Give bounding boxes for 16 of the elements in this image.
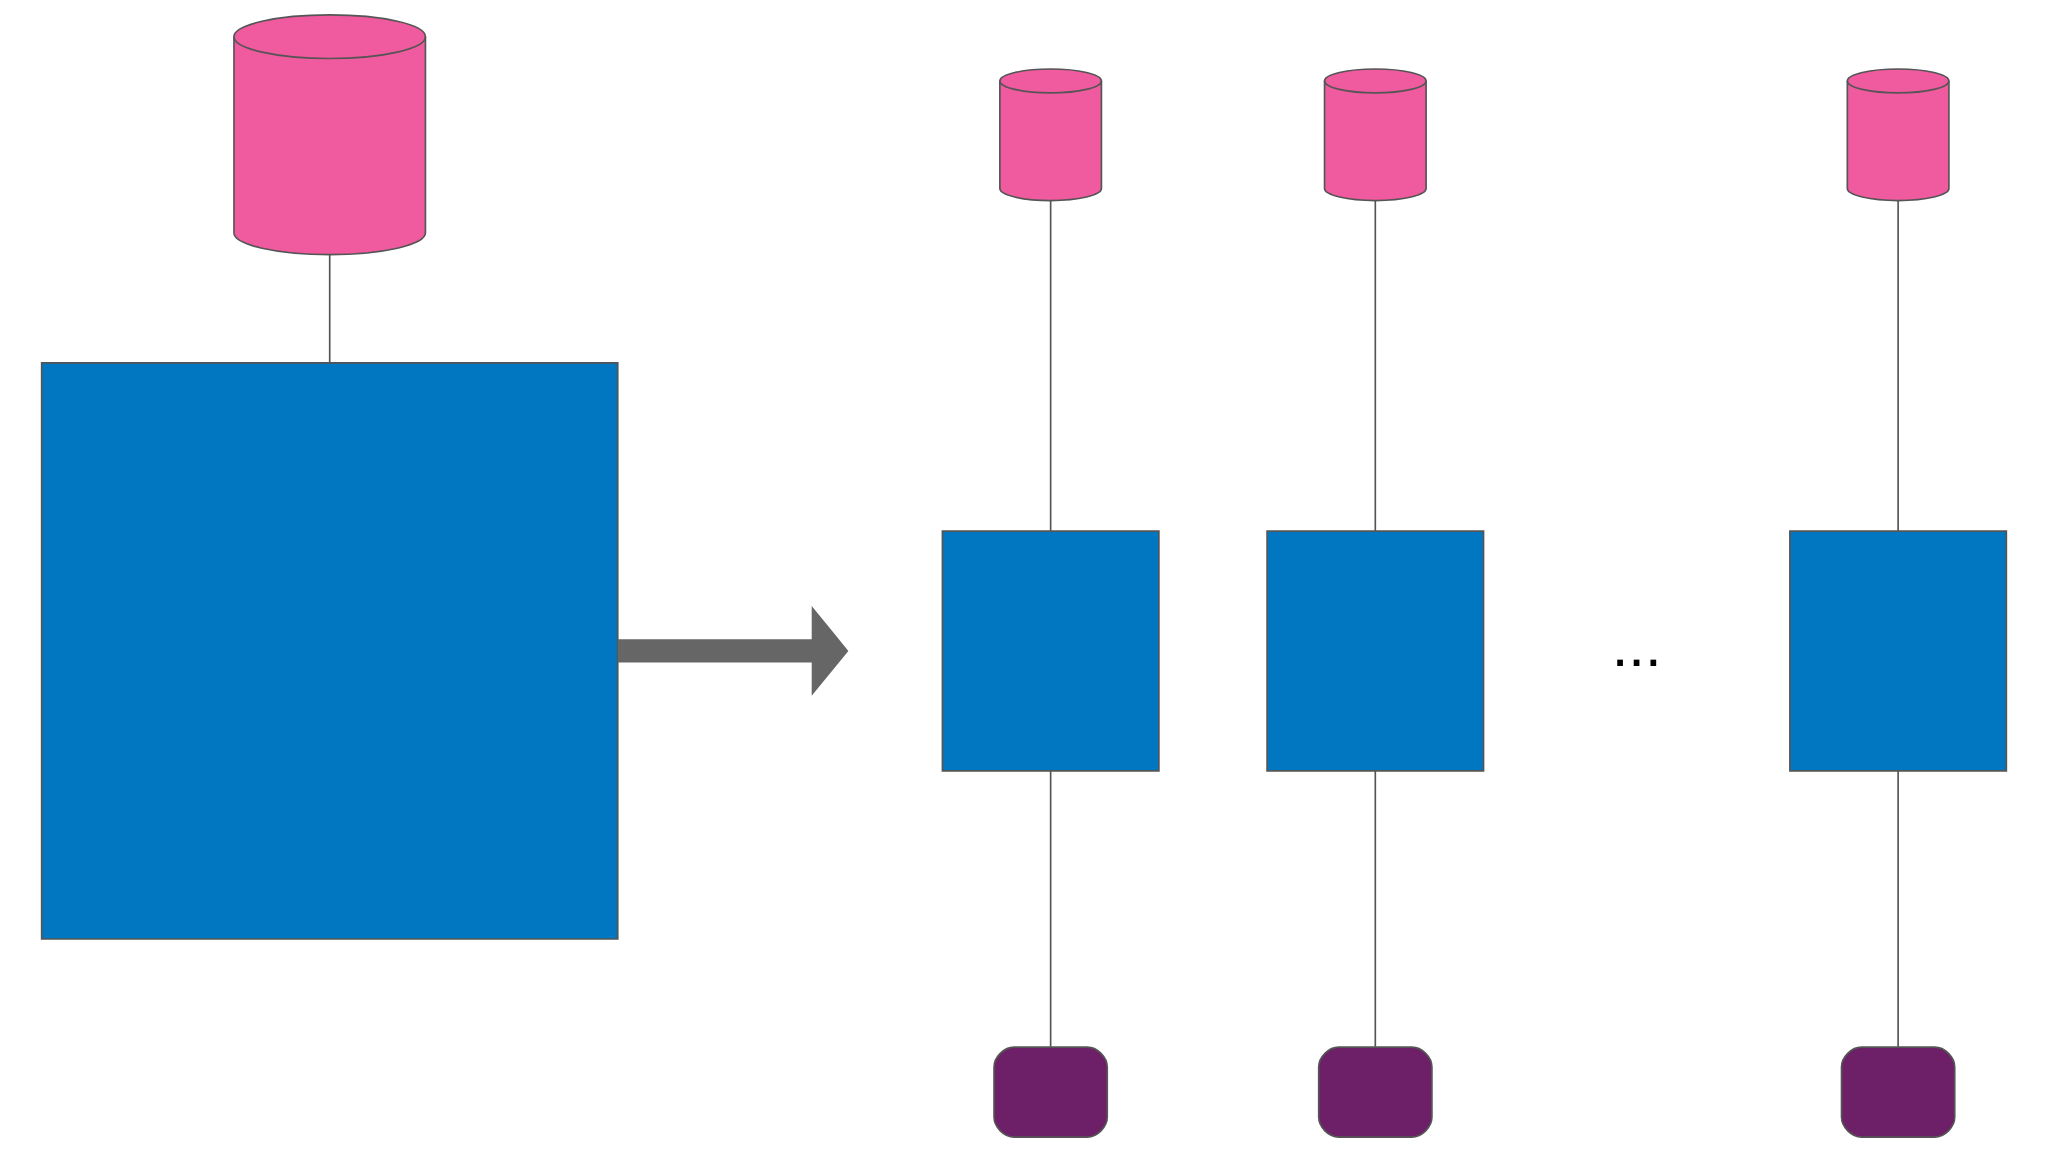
node-box [1266, 530, 1485, 772]
label: ... [1611, 611, 1662, 679]
connector [328, 253, 331, 364]
connector [1897, 770, 1899, 1048]
node-box [40, 362, 619, 940]
connector [1049, 770, 1052, 1048]
node-box [1840, 1046, 1956, 1138]
node-box [993, 1046, 1109, 1138]
node-box [1317, 1046, 1433, 1138]
arrow [617, 606, 849, 696]
connector [1897, 200, 1899, 532]
node-box [941, 530, 1160, 772]
node-box [1789, 530, 2008, 772]
connector [1374, 770, 1377, 1048]
connector [1049, 200, 1052, 532]
connector [1374, 200, 1377, 532]
